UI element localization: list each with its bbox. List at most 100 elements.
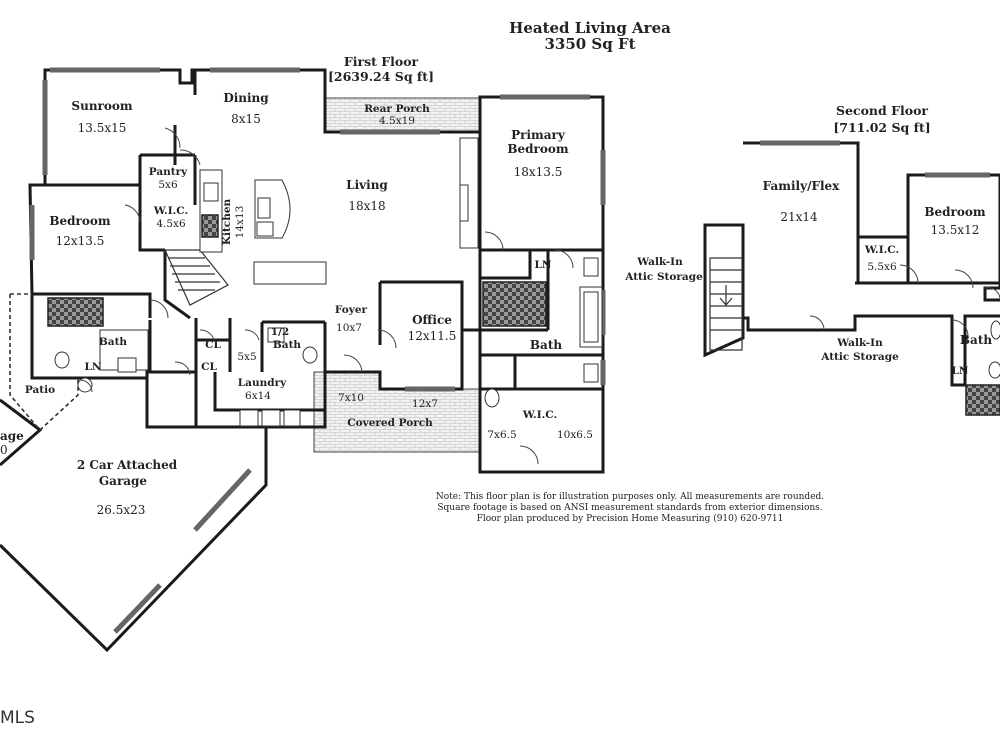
covered-porch-area: [313, 371, 481, 453]
primary-wic-dims-b: 10x6.5: [557, 429, 593, 441]
interior-walls: [32, 70, 603, 412]
door-swing: [179, 149, 201, 166]
cut-label-1: age: [0, 429, 24, 443]
pantry-name: Pantry: [149, 166, 188, 178]
cl-lower-name: CL: [201, 361, 217, 373]
sink-left: [117, 357, 137, 373]
primary-tub-inner: [583, 291, 599, 343]
second-floor-stairs: [709, 257, 743, 351]
bedroom-dims: 12x13.5: [56, 234, 105, 248]
kitchen-appliance: [203, 182, 219, 202]
door-swing: [199, 329, 215, 341]
attic-left-1: Walk-In: [636, 256, 683, 268]
door-swing: [951, 319, 969, 337]
toilet-left: [54, 351, 70, 369]
primary-bedroom-name-1: Primary: [511, 128, 566, 142]
primary-shower: [482, 281, 547, 327]
door-swing: [343, 354, 363, 373]
dining-dims: 8x15: [231, 112, 261, 126]
left-ln-name: LN: [85, 361, 102, 373]
attic-left-2: Attic Storage: [624, 271, 703, 283]
water-heater: [77, 377, 93, 393]
garage-name-1: 2 Car Attached: [77, 458, 178, 472]
family-flex-dims: 21x14: [780, 210, 818, 224]
covered-porch-dims-a: 7x10: [338, 392, 364, 404]
kitchen-counter: [199, 169, 223, 253]
header-title: Heated Living Area: [509, 19, 671, 37]
upstairs-wic-name: W.I.C.: [864, 244, 899, 256]
living-dims: 18x18: [348, 199, 385, 213]
door-swing: [149, 299, 169, 319]
foyer-name: Foyer: [335, 304, 368, 316]
rear-porch-dims: 4.5x19: [379, 115, 415, 127]
sunroom-name: Sunroom: [71, 99, 132, 113]
closet-5x5-dims: 5x5: [237, 351, 256, 363]
door-swing: [484, 231, 504, 251]
dining-name: Dining: [223, 91, 269, 105]
half-bath-name-1: 1/2: [271, 326, 289, 338]
kitchen-name: Kitchen: [221, 198, 233, 245]
second-floor: [703, 140, 1000, 416]
second-floor-area: [711.02 Sq ft]: [833, 120, 930, 135]
office-dims: 12x11.5: [408, 329, 457, 343]
door-swing: [164, 127, 181, 149]
pantry-dims: 5x6: [158, 179, 178, 191]
patio-outline: [9, 293, 79, 432]
bedroom-name: Bedroom: [49, 214, 110, 228]
rear-porch-area: [324, 97, 481, 133]
vanity-sink: [583, 257, 599, 277]
door-swing: [899, 264, 919, 284]
door-swing: [377, 329, 397, 349]
header-total: 3350 Sq Ft: [544, 35, 635, 53]
note-line-1: Note: This floor plan is for illustratio…: [436, 492, 824, 502]
cl-upper-name: CL: [205, 339, 221, 351]
wic-small-dims: 4.5x6: [156, 218, 186, 230]
door-swing: [174, 361, 191, 376]
primary-bedroom-dims: 18x13.5: [514, 165, 563, 179]
living-name: Living: [346, 178, 388, 192]
door-swing: [244, 329, 260, 341]
toilet-half-bath: [302, 346, 318, 364]
cooktop: [257, 197, 271, 219]
kitchen-dims: 14x13: [234, 206, 246, 239]
primary-bedroom-name-2: Bedroom: [507, 142, 568, 156]
laundry-sink: [283, 409, 301, 427]
family-flex-name: Family/Flex: [763, 179, 841, 193]
sink-half-bath: [267, 327, 285, 343]
window: [113, 583, 162, 634]
kitchen-range: [201, 214, 219, 238]
rear-porch-name: Rear Porch: [364, 103, 430, 115]
upstairs-toilet: [988, 361, 1000, 379]
second-floor-label: Second Floor: [836, 103, 928, 118]
dryer: [261, 409, 281, 427]
laundry-name: Laundry: [238, 377, 287, 389]
upstairs-shower: [965, 384, 1000, 416]
upstairs-wic-dims: 5.5x6: [867, 261, 897, 273]
upstairs-bath-name: Bath: [960, 333, 992, 347]
office-name: Office: [412, 313, 452, 327]
first-floor-stairs: [164, 249, 229, 306]
first-floor-area: [2639.24 Sq ft]: [328, 69, 434, 84]
half-bath-name-2: Bath: [273, 339, 302, 351]
note-line-2: Square footage is based on ANSI measurem…: [437, 503, 822, 513]
upstairs-bedroom-dims: 13.5x12: [931, 223, 980, 237]
covered-porch-name: Covered Porch: [347, 417, 433, 429]
door-swing: [954, 269, 974, 289]
primary-wic-dims-a: 7x6.5: [487, 429, 516, 441]
toilet-primary: [484, 388, 500, 408]
sunroom-dims: 13.5x15: [78, 121, 127, 135]
window: [193, 468, 252, 532]
laundry-dims: 6x14: [245, 390, 271, 402]
upstairs-sink: [990, 320, 1000, 340]
door-swing: [79, 379, 93, 393]
foyer-dims: 10x7: [336, 322, 362, 334]
left-shower: [47, 297, 104, 327]
upstairs-bedroom-name: Bedroom: [924, 205, 985, 219]
mls-watermark: MLS: [0, 708, 35, 728]
primary-bath-name: Bath: [530, 338, 562, 352]
breakfast-bar: [253, 261, 327, 285]
washer: [239, 409, 259, 427]
kitchen-sink-counter: [256, 221, 274, 237]
primary-suite-walls: [478, 248, 605, 474]
